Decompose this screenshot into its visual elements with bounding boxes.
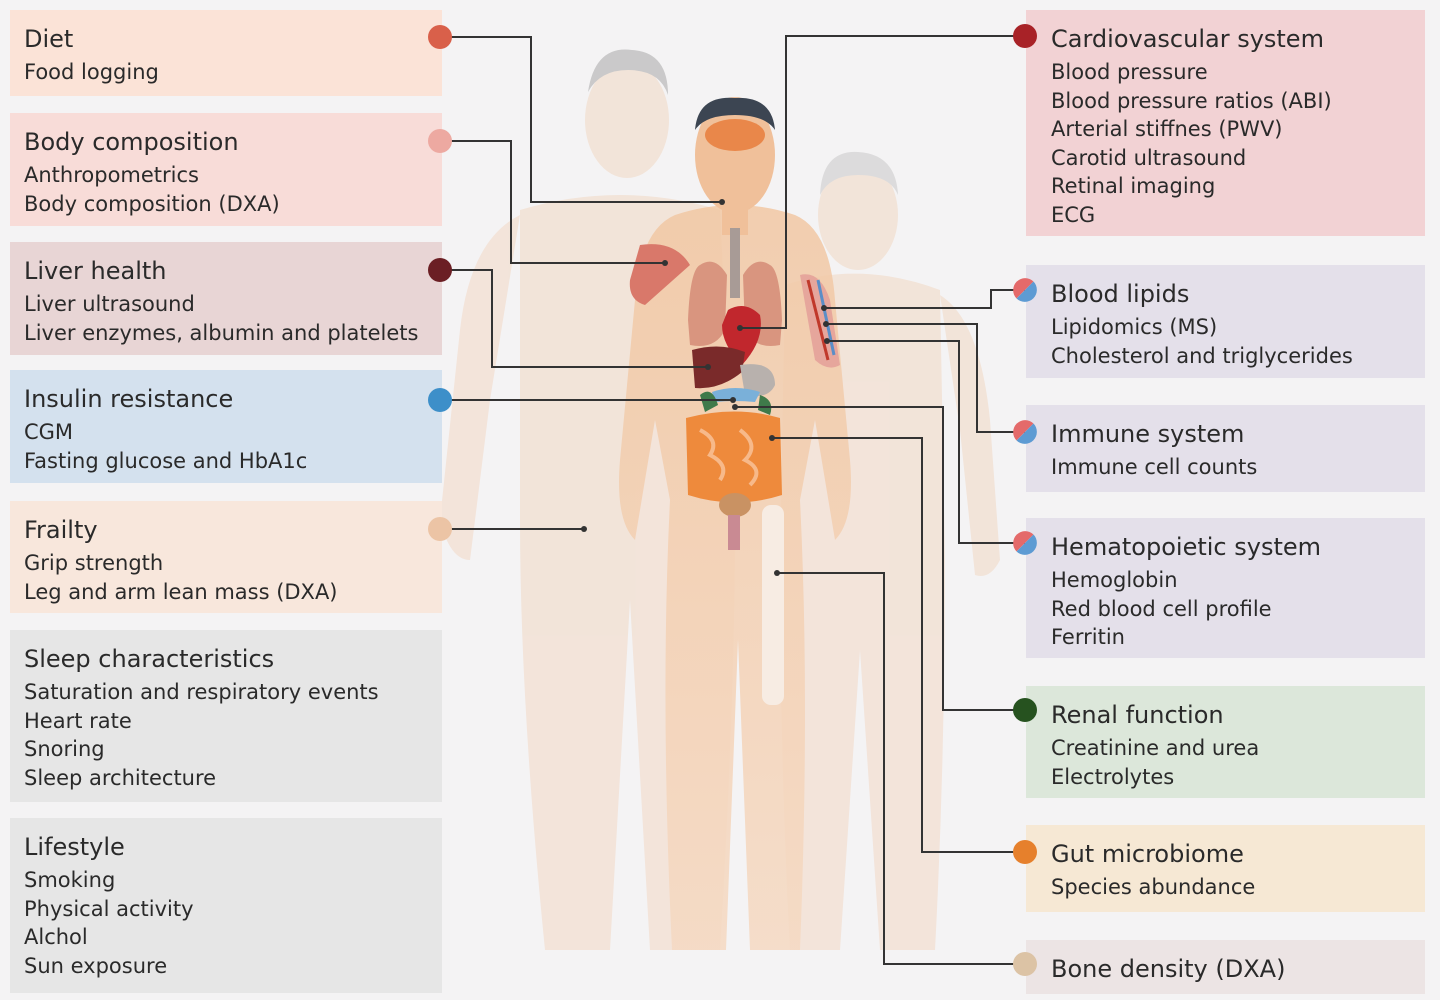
category-item: Immune cell counts xyxy=(1051,455,1258,479)
category-title: Sleep characteristics xyxy=(24,645,275,673)
category-item: Fasting glucose and HbA1c xyxy=(24,448,308,473)
category-title: Bone density (DXA) xyxy=(1051,955,1286,983)
category-title: Cardiovascular system xyxy=(1051,25,1324,53)
category-item: Creatinine and urea xyxy=(1051,736,1260,760)
category-liver-health: Liver health Liver ultrasound Liver enzy… xyxy=(10,242,442,355)
category-title: Lifestyle xyxy=(24,833,125,861)
category-title: Gut microbiome xyxy=(1051,840,1244,868)
category-title: Renal function xyxy=(1051,701,1224,729)
category-item: ECG xyxy=(1051,202,1096,227)
category-item: Hemoglobin xyxy=(1051,568,1178,592)
category-diet: Diet Food logging xyxy=(10,10,442,96)
category-item: Sleep architecture xyxy=(24,765,217,790)
category-title: Frailty xyxy=(24,516,98,544)
category-item: CGM xyxy=(24,420,74,444)
category-title: Body composition xyxy=(24,128,239,156)
category-item: Sun exposure xyxy=(24,953,168,978)
category-item: Cholesterol and triglycerides xyxy=(1051,343,1353,368)
category-title: Hematopoietic system xyxy=(1051,533,1322,561)
category-item: Blood pressure xyxy=(1051,60,1208,84)
category-item: Saturation and respiratory events xyxy=(24,680,379,704)
category-title: Immune system xyxy=(1051,420,1245,448)
category-bone-density: Bone density (DXA) xyxy=(1026,940,1425,994)
category-item: Arterial stiffnes (PWV) xyxy=(1051,117,1283,142)
category-title: Liver health xyxy=(24,257,167,285)
category-item: Anthropometrics xyxy=(24,163,199,187)
category-immune-system: Immune system Immune cell counts xyxy=(1026,405,1425,492)
category-item: Food logging xyxy=(24,60,159,84)
category-item: Smoking xyxy=(24,868,116,892)
category-item: Red blood cell profile xyxy=(1051,596,1272,621)
category-title: Diet xyxy=(24,25,74,53)
category-item: Liver ultrasound xyxy=(24,292,195,316)
category-item: Snoring xyxy=(24,737,105,762)
category-renal-function: Renal function Creatinine and urea Elect… xyxy=(1026,686,1425,798)
category-item: Body composition (DXA) xyxy=(24,191,280,216)
category-item: Ferritin xyxy=(1051,625,1125,650)
category-item: Alchol xyxy=(24,925,88,950)
category-item: Liver enzymes, albumin and platelets xyxy=(24,320,419,345)
category-item: Heart rate xyxy=(24,708,132,733)
category-cardiovascular: Cardiovascular system Blood pressure Blo… xyxy=(1026,10,1425,236)
category-insulin-resistance: Insulin resistance CGM Fasting glucose a… xyxy=(10,370,442,483)
category-item: Leg and arm lean mass (DXA) xyxy=(24,579,338,604)
category-item: Carotid ultrasound xyxy=(1051,145,1247,170)
category-item: Retinal imaging xyxy=(1051,174,1216,199)
category-item: Physical activity xyxy=(24,896,194,921)
category-body-composition: Body composition Anthropometrics Body co… xyxy=(10,113,442,226)
category-item: Species abundance xyxy=(1051,875,1256,899)
category-lifestyle: Lifestyle Smoking Physical activity Alch… xyxy=(10,818,442,993)
category-blood-lipids: Blood lipids Lipidomics (MS) Cholesterol… xyxy=(1026,265,1425,378)
category-title: Insulin resistance xyxy=(24,385,234,413)
category-title: Blood lipids xyxy=(1051,280,1190,308)
category-item: Electrolytes xyxy=(1051,764,1175,789)
category-frailty: Frailty Grip strength Leg and arm lean m… xyxy=(10,501,442,613)
category-gut-microbiome: Gut microbiome Species abundance xyxy=(1026,825,1425,912)
category-item: Grip strength xyxy=(24,551,164,575)
category-item: Lipidomics (MS) xyxy=(1051,315,1218,339)
category-item: Blood pressure ratios (ABI) xyxy=(1051,88,1332,113)
category-hematopoietic-system: Hematopoietic system Hemoglobin Red bloo… xyxy=(1026,518,1425,658)
category-sleep: Sleep characteristics Saturation and res… xyxy=(10,630,442,802)
